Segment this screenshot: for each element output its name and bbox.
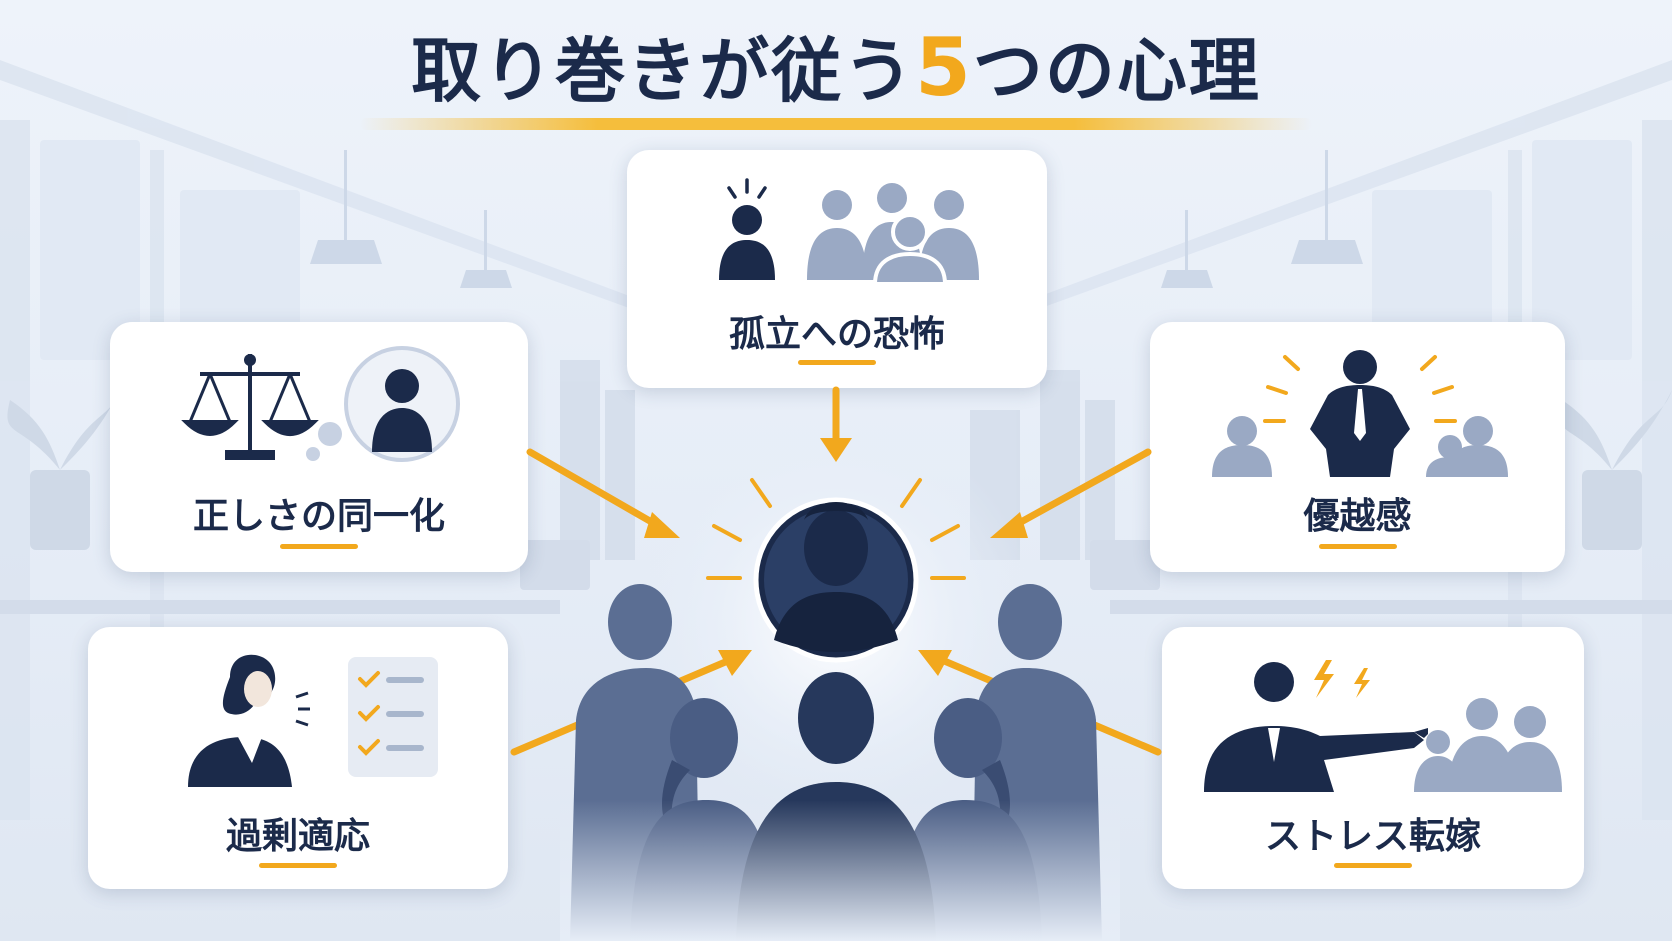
- woman-icon: [188, 654, 310, 787]
- superiority-illustration: [1212, 350, 1508, 477]
- title-part2: つの心理: [972, 30, 1261, 112]
- thought-bubble-icon: [306, 346, 460, 462]
- card-righteousness: 正しさの同一化: [110, 322, 528, 572]
- card-isolation: 孤立への恐怖: [627, 150, 1047, 388]
- card-isolation-label: 孤立への恐怖: [728, 314, 945, 355]
- stress-illustration: [1204, 660, 1562, 792]
- card-stress-label: ストレス転嫁: [1264, 816, 1481, 857]
- main-title: 取り巻きが従う5つの心理: [340, 18, 1332, 121]
- card-superiority: 優越感: [1150, 322, 1565, 572]
- card-superiority-underline: [1318, 544, 1397, 549]
- righteousness-illustration: [181, 346, 460, 462]
- group-icon: [1414, 698, 1562, 792]
- card-overadaptation-underline: [259, 863, 337, 868]
- isolation-illustration: [719, 178, 979, 286]
- card-isolation-underline: [798, 360, 876, 365]
- title-part1: 取り巻きが従う: [411, 30, 916, 112]
- title-block: 取り巻きが従う5つの心理: [340, 18, 1332, 130]
- card-righteousness-label: 正しさの同一化: [192, 496, 445, 537]
- card-overadaptation: 過剰適応: [88, 627, 508, 889]
- scales-icon: [181, 354, 319, 460]
- angry-man-icon: [1204, 662, 1428, 792]
- card-overadaptation-label: 過剰適応: [225, 816, 370, 857]
- lightning-icon: [1314, 660, 1370, 698]
- lightning-rays: [1263, 355, 1457, 423]
- checklist-icon: [348, 657, 438, 777]
- person-icon: [719, 178, 775, 280]
- overadaptation-illustration: [188, 654, 438, 787]
- card-righteousness-underline: [280, 544, 358, 549]
- confident-leader-icon: [1310, 350, 1410, 477]
- group-icon: [807, 183, 979, 286]
- card-stress: ストレス転嫁: [1162, 627, 1584, 889]
- title-underline: [360, 118, 1312, 130]
- title-number: 5: [915, 21, 973, 114]
- group-icon: [1212, 416, 1508, 477]
- card-stress-underline: [1334, 863, 1412, 868]
- card-superiority-label: 優越感: [1303, 496, 1412, 537]
